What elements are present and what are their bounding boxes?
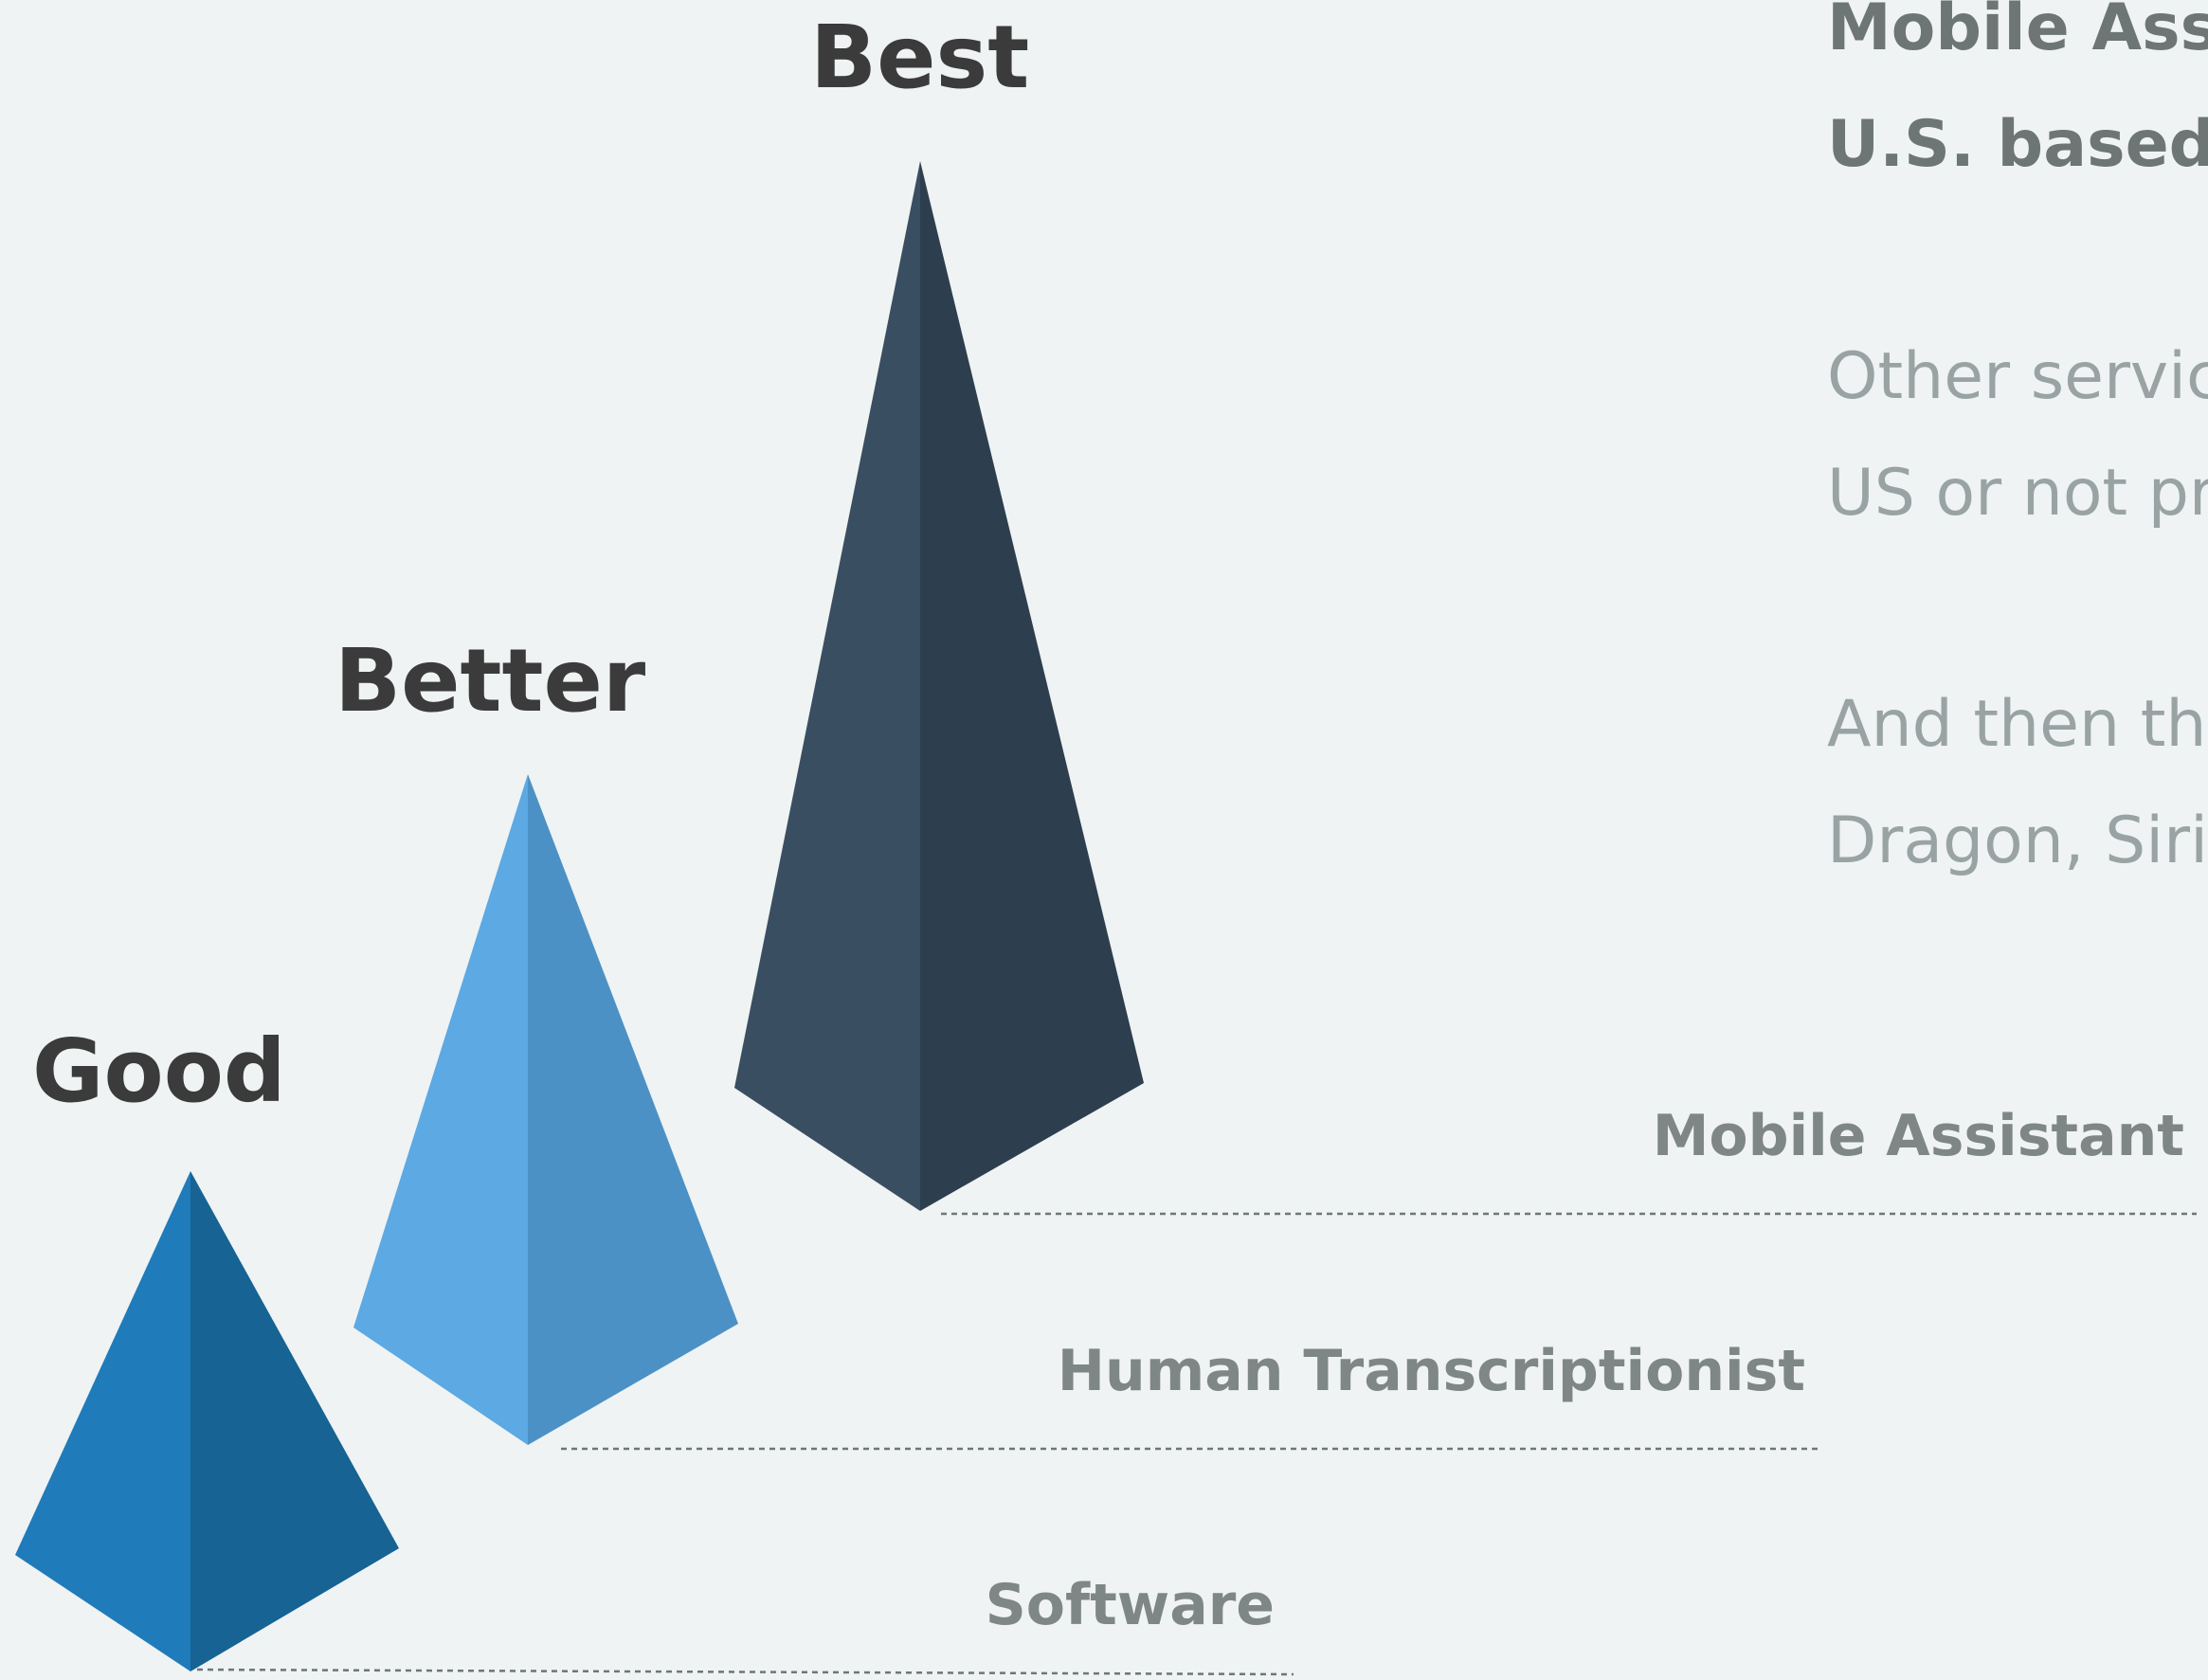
guide-line-software (196, 1668, 1294, 1676)
description-line: Dragon, Siri (1827, 804, 2208, 878)
pyramid-best-right-face (920, 161, 1144, 1211)
pyramid-best-left-face (734, 161, 920, 1211)
pyramid-better-right-face (528, 774, 738, 1445)
level-label-mobile-assistant: Mobile Assistant (1653, 1103, 2184, 1169)
description-line: US or not pr (1827, 456, 2208, 531)
description-block: Mobile Assi U.S. based t Other servic US… (1827, 0, 2208, 878)
tier-label-good: Good (32, 1021, 286, 1122)
pyramid-good: Good (15, 1021, 399, 1671)
tier-label-best: Best (810, 7, 1029, 108)
pyramid-good-right-face (190, 1171, 399, 1671)
description-line: Mobile Assi (1827, 0, 2208, 65)
description-line: Other servic (1827, 339, 2208, 414)
level-label-human-transcriptionist: Human Transcriptionist (1058, 1338, 1805, 1404)
description-line: And then th (1827, 687, 2206, 762)
pyramid-best: Best (734, 7, 1144, 1211)
pyramid-better: Better (335, 630, 738, 1445)
level-label-software: Software (986, 1572, 1275, 1638)
pyramid-better-left-face (353, 774, 528, 1445)
tier-label-better: Better (335, 630, 646, 732)
pyramid-good-left-face (15, 1171, 190, 1671)
description-line: U.S. based t (1827, 107, 2208, 182)
